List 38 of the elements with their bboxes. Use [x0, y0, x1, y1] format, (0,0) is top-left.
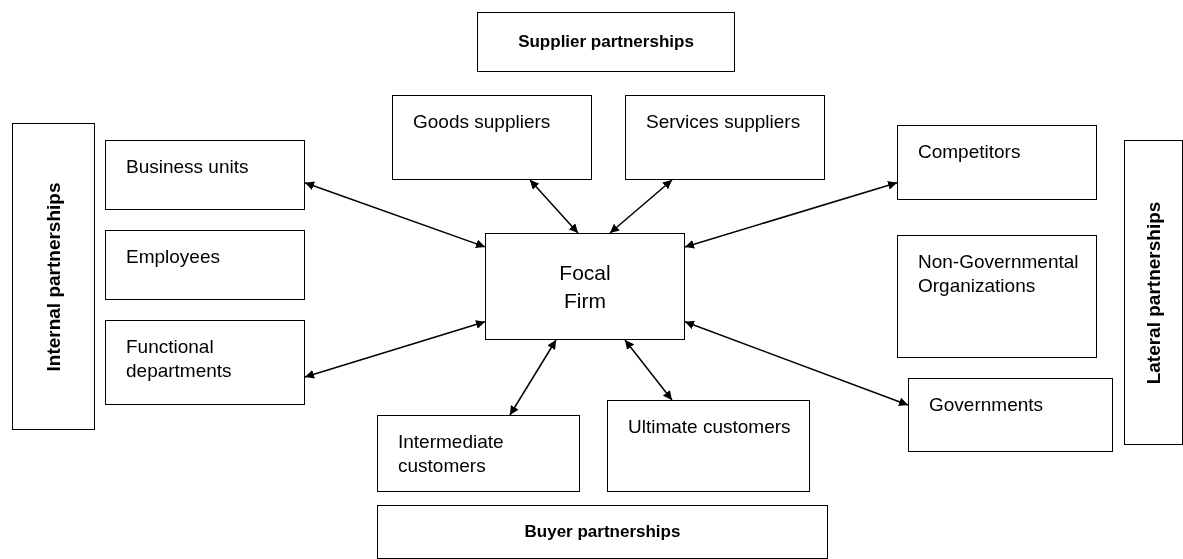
double-arrow: [684, 181, 898, 249]
heading-label: Lateral partnerships: [1142, 201, 1165, 384]
node-label: Business units: [126, 155, 250, 179]
double-arrow: [624, 339, 673, 401]
partner-box: [625, 95, 825, 180]
node-label: Services suppliers: [646, 110, 802, 134]
double-arrow: [609, 179, 673, 234]
heading-label: Internal partnerships: [42, 182, 65, 371]
node-label: Employees: [126, 245, 221, 269]
focal-box: [485, 233, 685, 340]
heading-label: Buyer partnerships: [523, 522, 682, 542]
double-arrow: [684, 320, 909, 407]
partner-box: [105, 140, 305, 210]
partner-box: [377, 415, 580, 492]
group-heading-box: [1124, 140, 1183, 445]
group-heading-box: [12, 123, 95, 430]
group-heading-box: [377, 505, 828, 559]
partner-box: [607, 400, 810, 492]
partner-box: [908, 378, 1113, 452]
node-label: Goods suppliers: [413, 110, 552, 134]
node-label: Competitors: [918, 140, 1022, 164]
partner-box: [897, 235, 1097, 358]
group-heading-box: [477, 12, 735, 72]
double-arrow: [509, 339, 557, 416]
partner-box: [105, 230, 305, 300]
node-label: Focal Firm: [558, 259, 612, 314]
node-label: Governments: [929, 393, 1045, 417]
double-arrow: [304, 320, 486, 379]
partner-box: [105, 320, 305, 405]
double-arrow: [304, 181, 486, 249]
heading-label: Supplier partnerships: [517, 32, 695, 52]
partner-box: [392, 95, 592, 180]
partner-box: [897, 125, 1097, 200]
node-label: Ultimate customers: [628, 415, 792, 439]
node-label: Intermediate customers: [398, 430, 505, 478]
node-label: Non-Governmental Organizations: [918, 250, 1080, 298]
double-arrow: [529, 179, 579, 234]
node-label: Functional departments: [126, 335, 233, 383]
